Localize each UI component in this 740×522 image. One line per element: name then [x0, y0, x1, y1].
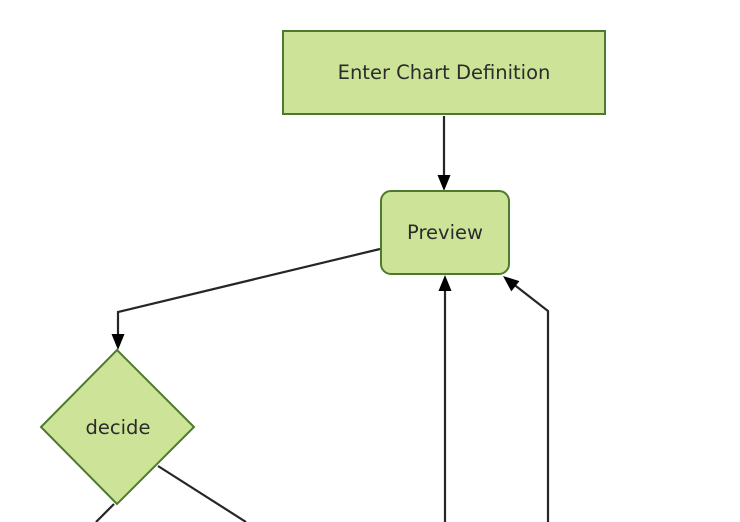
edge-bottom-right-to-preview-line [511, 282, 550, 522]
edge-decide-bottom-left [95, 503, 115, 522]
edge-preview-to-decide [111, 247, 381, 350]
edge-decide-bottom-right-line [157, 465, 247, 522]
node-preview[interactable] [380, 190, 510, 275]
edge-preview-to-decide-line [116, 247, 381, 340]
edge-enter-to-preview [437, 116, 451, 191]
node-decide[interactable] [39, 348, 196, 506]
edge-decide-bottom-right [157, 465, 247, 522]
edge-bottom-vertical-to-preview-arrowhead [438, 275, 452, 291]
edge-bottom-right-to-preview [503, 276, 550, 522]
edge-decide-bottom-left-line [95, 503, 115, 522]
edge-bottom-right-to-preview-arrowhead [503, 276, 520, 292]
edge-preview-to-decide-arrowhead [111, 334, 125, 350]
edge-enter-to-preview-arrowhead [437, 175, 451, 191]
node-enter-chart-definition[interactable] [282, 30, 606, 115]
edge-bottom-vertical-to-preview [438, 275, 452, 522]
